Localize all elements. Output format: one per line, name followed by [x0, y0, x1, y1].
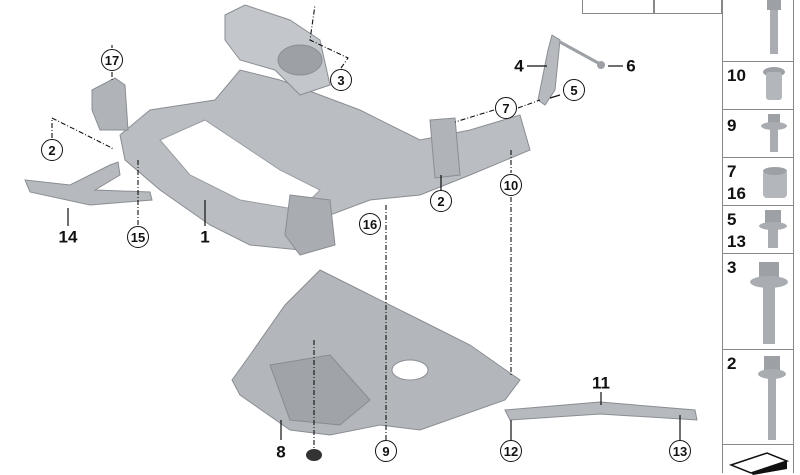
- callout-17: 17: [101, 49, 123, 71]
- callout-10: 10: [500, 174, 522, 196]
- parts-cell-2: 2: [723, 350, 793, 445]
- parts-cell-long-bolt: [723, 0, 793, 62]
- top-parts-table: [582, 0, 722, 14]
- callout-15: 15: [127, 226, 149, 248]
- bracket-strut: [537, 34, 561, 106]
- callout-2-left: 2: [41, 139, 63, 161]
- parts-cell-9: 9: [723, 110, 793, 158]
- long-bolt-icon: [767, 0, 781, 54]
- callout-9: 9: [375, 440, 397, 462]
- callout-14: 14: [58, 227, 78, 247]
- callout-3: 3: [330, 69, 352, 91]
- callout-8: 8: [276, 442, 286, 462]
- callout-5: 5: [563, 79, 585, 101]
- parts-cell-arrow: [723, 445, 793, 475]
- collar-bolt-icon: [750, 262, 788, 344]
- parts-cell-10: 10: [723, 62, 793, 110]
- callout-12: 12: [500, 440, 522, 462]
- front-axle-subframe: [91, 4, 531, 256]
- parts-cell-3: 3: [723, 254, 793, 350]
- parts-column: 10 9 7 16 5 13 3 2: [722, 0, 794, 475]
- callout-4: 4: [514, 56, 524, 76]
- arrow-box-icon: [728, 452, 790, 475]
- hex-bolt-icon: [759, 210, 787, 248]
- bolt-6: [559, 40, 601, 66]
- underbody-shield: [231, 269, 521, 436]
- callout-11: 11: [592, 373, 610, 393]
- callout-16: 16: [359, 213, 381, 235]
- callout-1: 1: [200, 227, 210, 247]
- flange-bolt-icon: [761, 114, 787, 152]
- bushing-sleeve-icon: [763, 167, 787, 198]
- strut-brace: [504, 401, 698, 421]
- callout-13: 13: [669, 440, 691, 462]
- long-hex-bolt-icon: [758, 356, 786, 440]
- wishbone: [24, 161, 153, 206]
- parts-cell-5-13: 5 13: [723, 206, 793, 254]
- parts-cell-7-16: 7 16: [723, 158, 793, 206]
- callout-6: 6: [626, 56, 636, 76]
- callout-2-right: 2: [430, 190, 452, 212]
- rivet-nut-icon: [763, 67, 785, 100]
- callout-7: 7: [495, 97, 517, 119]
